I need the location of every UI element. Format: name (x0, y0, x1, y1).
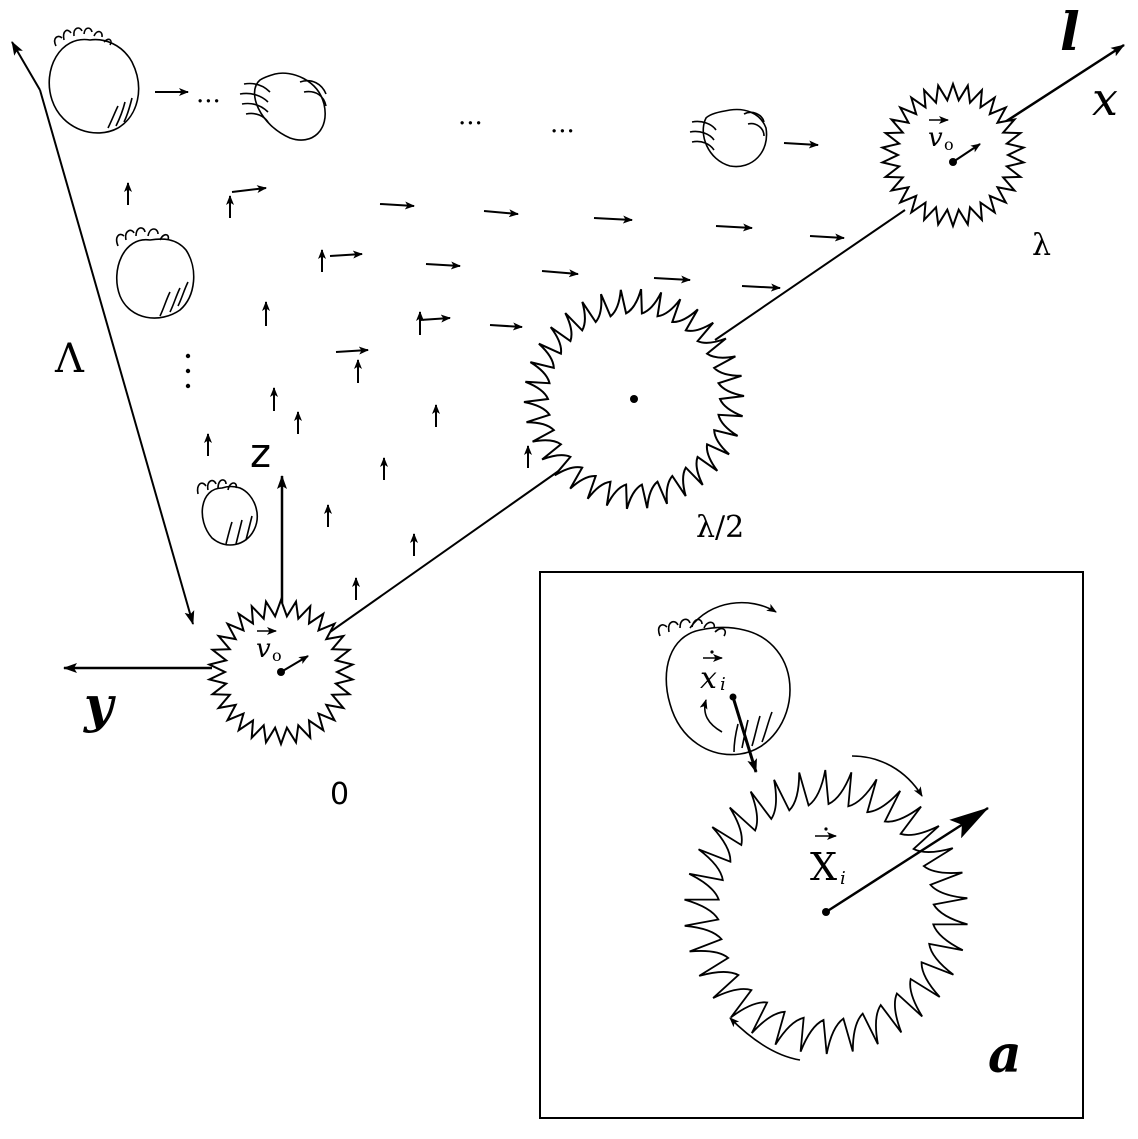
inset-rotation-top (851, 755, 923, 797)
label-v0-lambda: v o (928, 116, 954, 154)
field-arrow (231, 185, 267, 194)
ellipsis-marks: ... ... ... (185, 79, 575, 389)
svg-text:v: v (256, 634, 271, 664)
field-arrow (425, 261, 461, 270)
field-arrow (783, 140, 819, 149)
svg-text:o: o (272, 646, 282, 665)
inset-amoeba (657, 601, 791, 773)
svg-text:v: v (928, 123, 943, 153)
inset-velocity-arrow (825, 806, 989, 914)
ellipsis-2: ... (458, 101, 483, 131)
label-capital-lambda: Λ (54, 336, 85, 382)
amoeba-left-low (196, 479, 258, 546)
amoeba-top-right (689, 108, 768, 168)
inset-label-a: a (988, 1024, 1022, 1085)
label-y: y (83, 675, 116, 734)
field-arrow (483, 209, 519, 218)
field-arrow (379, 201, 415, 210)
label-zero: 0 (330, 777, 349, 812)
field-arrow (541, 269, 579, 278)
svg-text:X: X (810, 845, 837, 889)
svg-text:i: i (840, 868, 846, 889)
inset-panel: x i X i a (539, 571, 1084, 1119)
ellipsis-vertical (185, 353, 191, 389)
amoeba-left-mid (115, 227, 195, 319)
wheel-lambda (879, 80, 1027, 230)
velocity-field (124, 88, 845, 600)
field-arrow (741, 283, 781, 292)
amoeba-top-left (48, 27, 140, 134)
label-z: z (250, 431, 271, 477)
inset-label-xi: x i (700, 650, 726, 696)
field-arrow (489, 322, 523, 331)
amoeba-shapes (48, 27, 768, 546)
field-arrow (419, 314, 451, 323)
label-lambda-half: λ/2 (696, 510, 744, 545)
x-axis-arrow (1004, 43, 1125, 124)
svg-text:i: i (720, 674, 726, 695)
label-lambda: λ (1032, 228, 1051, 263)
amoeba-top-2 (239, 72, 327, 141)
label-l: l (1060, 2, 1080, 63)
wave-line (329, 209, 906, 633)
inset-rotation-bottom (729, 1017, 801, 1061)
field-arrow (715, 223, 753, 232)
lambda-double-arrow (11, 41, 195, 625)
label-x: x (1092, 72, 1118, 126)
inset-label-Xi: X i (810, 827, 846, 889)
ellipsis-1: ... (196, 79, 221, 109)
label-v0-origin: v o (256, 627, 282, 665)
field-arrow (593, 215, 633, 224)
svg-text:x: x (700, 661, 717, 696)
ellipsis-3: ... (550, 109, 575, 139)
field-arrow (653, 275, 691, 284)
field-arrow (809, 233, 845, 242)
field-arrow (335, 346, 369, 355)
wheel-half-lambda (523, 288, 745, 510)
field-arrow (329, 250, 363, 259)
wheel-origin (206, 597, 356, 747)
svg-text:o: o (944, 135, 954, 154)
